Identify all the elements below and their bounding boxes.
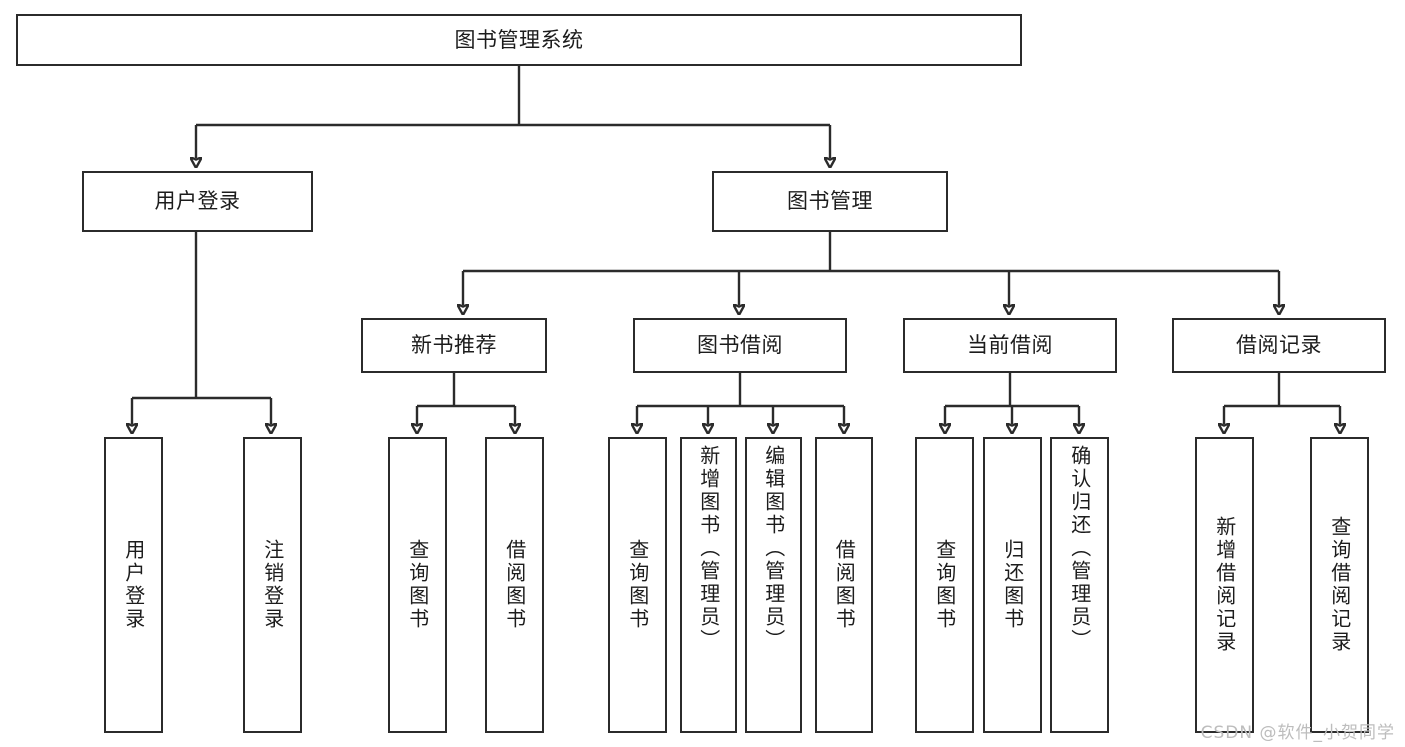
leaf-borrow-book-1-label: 借阅图书	[502, 539, 527, 631]
leaf-add-book-label: 新增图书（管理员）	[696, 445, 721, 652]
node-user-login-label: 用户登录	[154, 189, 241, 214]
node-borrow-record-label: 借阅记录	[1236, 333, 1322, 358]
node-current-borrow[interactable]: 当前借阅	[903, 318, 1117, 373]
leaf-return-book-label: 归还图书	[1000, 539, 1025, 631]
leaf-borrow-book-1[interactable]: 借阅图书	[485, 437, 544, 733]
node-borrow-record[interactable]: 借阅记录	[1172, 318, 1386, 373]
node-root-label: 图书管理系统	[454, 27, 584, 52]
node-book-manage[interactable]: 图书管理	[712, 171, 948, 232]
leaf-add-book[interactable]: 新增图书（管理员）	[680, 437, 737, 733]
node-new-book-recommend-label: 新书推荐	[411, 333, 497, 358]
leaf-query-book-1[interactable]: 查询图书	[388, 437, 447, 733]
node-book-borrow-label: 图书借阅	[697, 333, 783, 358]
node-book-manage-label: 图书管理	[787, 189, 873, 214]
leaf-borrow-book-2[interactable]: 借阅图书	[815, 437, 873, 733]
leaf-user-login-label: 用户登录	[121, 539, 146, 631]
leaf-confirm-return-label: 确认归还（管理员）	[1067, 445, 1092, 652]
leaf-query-book-2[interactable]: 查询图书	[608, 437, 667, 733]
leaf-add-record-label: 新增借阅记录	[1212, 516, 1237, 654]
node-root[interactable]: 图书管理系统	[16, 14, 1022, 66]
node-new-book-recommend[interactable]: 新书推荐	[361, 318, 547, 373]
leaf-query-record[interactable]: 查询借阅记录	[1310, 437, 1369, 733]
leaf-borrow-book-2-label: 借阅图书	[832, 539, 857, 631]
leaf-edit-book[interactable]: 编辑图书（管理员）	[745, 437, 802, 733]
leaf-add-record[interactable]: 新增借阅记录	[1195, 437, 1254, 733]
watermark: CSDN @软件_小贺同学	[1200, 723, 1395, 743]
leaf-query-book-2-label: 查询图书	[625, 539, 650, 631]
node-current-borrow-label: 当前借阅	[967, 333, 1053, 358]
leaf-user-logout[interactable]: 注销登录	[243, 437, 302, 733]
leaf-query-book-1-label: 查询图书	[405, 539, 430, 631]
node-book-borrow[interactable]: 图书借阅	[633, 318, 847, 373]
leaf-edit-book-label: 编辑图书（管理员）	[761, 445, 786, 652]
leaf-user-logout-label: 注销登录	[260, 539, 285, 631]
leaf-query-record-label: 查询借阅记录	[1327, 516, 1352, 654]
leaf-confirm-return[interactable]: 确认归还（管理员）	[1050, 437, 1109, 733]
leaf-query-book-3-label: 查询图书	[932, 539, 957, 631]
leaf-user-login[interactable]: 用户登录	[104, 437, 163, 733]
node-user-login[interactable]: 用户登录	[82, 171, 313, 232]
leaf-return-book[interactable]: 归还图书	[983, 437, 1042, 733]
leaf-query-book-3[interactable]: 查询图书	[915, 437, 974, 733]
